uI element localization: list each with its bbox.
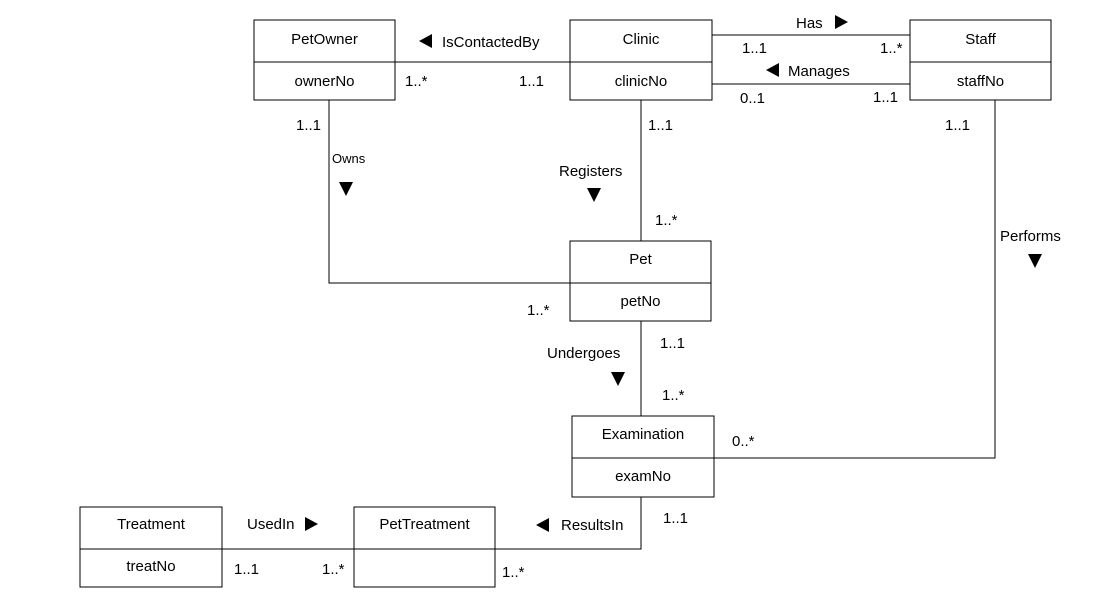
multiplicity-label: 1..1 — [519, 73, 544, 90]
relationship-label: Owns — [332, 151, 366, 166]
right-arrow-icon — [305, 517, 318, 531]
relationship-resultsin: ResultsIn — [536, 517, 624, 534]
connectors — [222, 34, 996, 550]
multiplicity-label: 1..* — [527, 302, 550, 319]
multiplicity-label: 0..1 — [740, 90, 765, 107]
relationship-label: Manages — [788, 63, 850, 80]
relationship-performs: Performs — [1000, 228, 1061, 268]
entity-box — [569, 240, 712, 322]
multiplicity-label: 1..1 — [648, 117, 673, 134]
relationship-owns: Owns — [332, 151, 366, 196]
relationship-iscontactedby: IsContactedBy — [419, 34, 540, 51]
multiplicity-label: 1..1 — [660, 335, 685, 352]
multiplicity-label: 1..1 — [663, 510, 688, 527]
entity-attribute: staffNo — [957, 73, 1004, 90]
entity-attribute: treatNo — [126, 558, 175, 575]
entity-box — [79, 506, 223, 588]
entity-box — [253, 19, 396, 101]
relationship-label: UsedIn — [247, 516, 295, 533]
resultsin-line — [495, 497, 642, 550]
relationship-registers: Registers — [559, 163, 622, 202]
down-arrow-icon — [1028, 254, 1042, 268]
left-arrow-icon — [536, 518, 549, 532]
right-arrow-icon — [835, 15, 848, 29]
entity-name: Staff — [965, 31, 996, 48]
entity-name: PetOwner — [291, 31, 358, 48]
entity-treatment[interactable]: Treatment treatNo — [79, 506, 223, 588]
relationship-label: Performs — [1000, 228, 1061, 245]
entity-box — [909, 19, 1052, 101]
entity-name: Clinic — [623, 31, 660, 48]
multiplicity-label: 0..* — [732, 433, 755, 450]
multiplicity-label: 1..1 — [234, 561, 259, 578]
relationship-manages: Manages — [766, 63, 850, 80]
relationship-label: IsContactedBy — [442, 34, 540, 51]
performs-line — [714, 100, 996, 459]
entity-box — [571, 415, 715, 498]
multiplicity-label: 1..* — [880, 40, 903, 57]
multiplicity-label: 1..1 — [945, 117, 970, 134]
entity-pet[interactable]: Pet petNo — [569, 240, 712, 322]
down-arrow-icon — [339, 182, 353, 196]
relationship-label: Registers — [559, 163, 622, 180]
multiplicity-label: 1..1 — [742, 40, 767, 57]
relationship-has: Has — [796, 15, 848, 32]
entity-attribute: examNo — [615, 468, 671, 485]
entity-box — [353, 506, 496, 588]
entity-attribute: petNo — [620, 293, 660, 310]
multiplicity-label: 1..1 — [873, 89, 898, 106]
entity-attribute: clinicNo — [615, 73, 668, 90]
entity-pettreatment[interactable]: PetTreatment — [353, 506, 496, 588]
multiplicity-label: 1..* — [405, 73, 428, 90]
relationship-usedin: UsedIn — [247, 516, 318, 533]
down-arrow-icon — [587, 188, 601, 202]
down-arrow-icon — [611, 372, 625, 386]
entity-staff[interactable]: Staff staffNo — [909, 19, 1052, 101]
multiplicity-label: 1..1 — [296, 117, 321, 134]
entity-name: Pet — [629, 251, 652, 268]
entity-name: Treatment — [117, 516, 186, 533]
entity-examination[interactable]: Examination examNo — [571, 415, 715, 498]
relationship-label: ResultsIn — [561, 517, 624, 534]
owns-line — [328, 100, 570, 284]
left-arrow-icon — [766, 63, 779, 77]
multiplicity-label: 1..* — [655, 212, 678, 229]
multiplicity-label: 1..* — [662, 387, 685, 404]
entity-name: Examination — [602, 426, 685, 443]
relationship-label: Has — [796, 15, 823, 32]
entity-name: PetTreatment — [379, 516, 470, 533]
entity-clinic[interactable]: Clinic clinicNo — [569, 19, 713, 101]
entity-petowner[interactable]: PetOwner ownerNo — [253, 19, 396, 101]
entity-attribute: ownerNo — [294, 73, 354, 90]
relationship-undergoes: Undergoes — [547, 345, 625, 386]
left-arrow-icon — [419, 34, 432, 48]
relationship-label: Undergoes — [547, 345, 620, 362]
multiplicity-label: 1..* — [322, 561, 345, 578]
entity-box — [569, 19, 713, 101]
multiplicities: 1..* 1..1 1..1 1..* 0..1 1..1 1..1 1..* … — [234, 40, 970, 581]
multiplicity-label: 1..* — [502, 564, 525, 581]
